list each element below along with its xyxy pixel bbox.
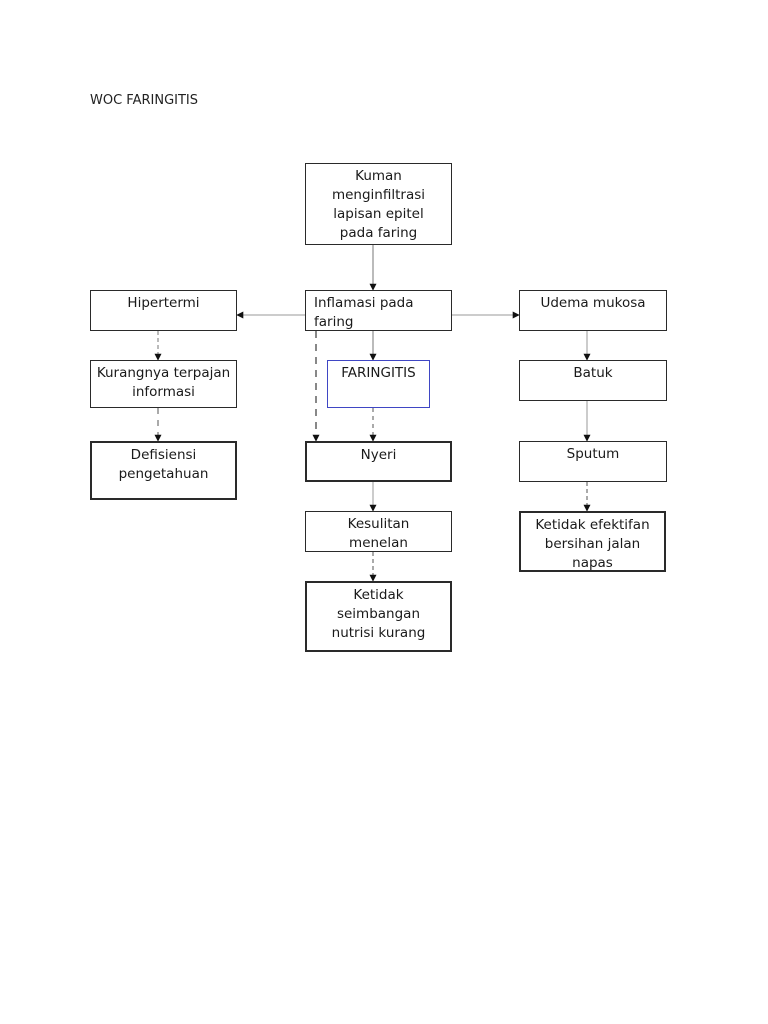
- node-kesulitan: Kesulitan menelan: [305, 511, 452, 552]
- node-batuk: Batuk: [519, 360, 667, 401]
- node-udema: Udema mukosa: [519, 290, 667, 331]
- node-kurangnya: Kurangnya terpajan informasi: [90, 360, 237, 408]
- node-ketidak-efektifan: Ketidak efektifan bersihan jalan napas: [519, 511, 666, 572]
- node-defisiensi: Defisiensi pengetahuan: [90, 441, 237, 500]
- node-kuman: Kuman menginfiltrasi lapisan epitel pada…: [305, 163, 452, 245]
- node-nyeri: Nyeri: [305, 441, 452, 482]
- node-faringitis: FARINGITIS: [327, 360, 430, 408]
- node-inflamasi: Inflamasi pada faring: [305, 290, 452, 331]
- node-hipertermi: Hipertermi: [90, 290, 237, 331]
- node-ketidak-seimbangan: Ketidak seimbangan nutrisi kurang: [305, 581, 452, 652]
- document-title: WOC FARINGITIS: [90, 93, 198, 108]
- node-sputum: Sputum: [519, 441, 667, 482]
